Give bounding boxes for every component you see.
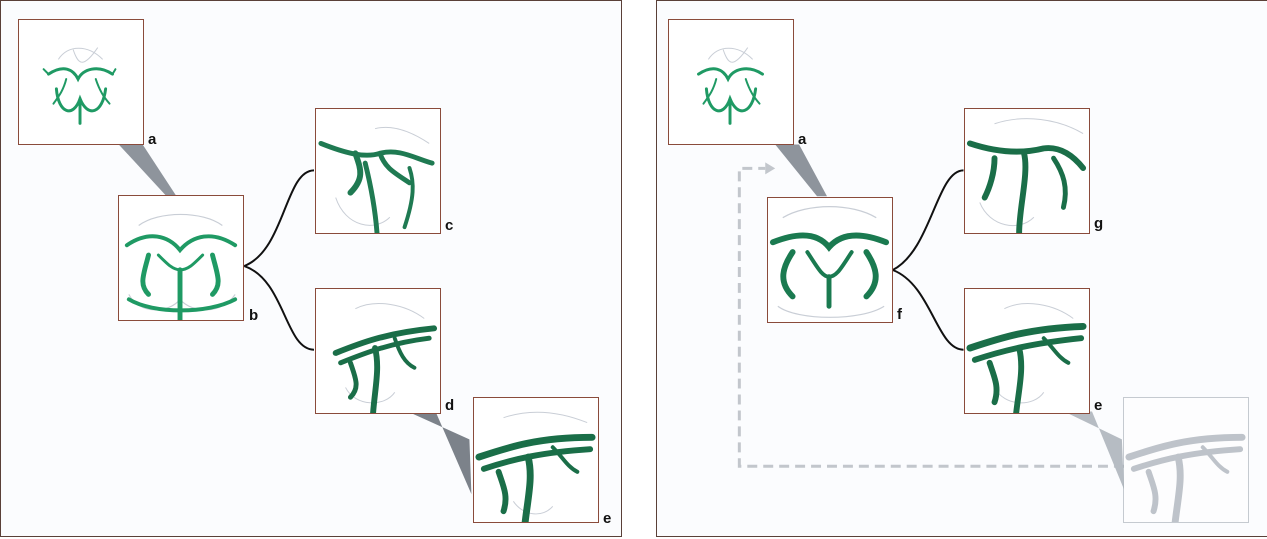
zoom-wedge-e-ghost bbox=[1064, 411, 1124, 490]
right-connectors bbox=[737, 144, 1124, 490]
vessel-image-ghost bbox=[1125, 433, 1246, 522]
label-e: e bbox=[603, 510, 612, 527]
left-connectors bbox=[118, 144, 472, 495]
vessel-image-e bbox=[475, 411, 596, 522]
vessel-image-c bbox=[318, 127, 435, 233]
vessel-image-g bbox=[966, 118, 1087, 233]
left-panel: a b bbox=[0, 0, 622, 537]
dashed-arrow-head bbox=[765, 162, 776, 175]
zoom-wedge-a-b bbox=[118, 144, 177, 197]
thumbnail-e[interactable] bbox=[473, 397, 599, 523]
thumbnail-c[interactable] bbox=[315, 108, 441, 234]
label-b: b bbox=[249, 307, 259, 324]
vessel-image-e bbox=[966, 303, 1087, 413]
thumbnail-d[interactable] bbox=[315, 288, 441, 414]
thumbnail-g[interactable] bbox=[964, 108, 1090, 234]
vessel-image-a bbox=[42, 47, 117, 125]
branch-curve-b-c bbox=[243, 169, 315, 267]
label-a: a bbox=[148, 131, 157, 148]
branch-curve-f-e bbox=[892, 269, 964, 351]
vessel-image-a bbox=[697, 47, 764, 125]
thumbnail-b[interactable] bbox=[118, 195, 244, 321]
vessel-image-f bbox=[769, 206, 890, 318]
branch-curve-b-d bbox=[243, 265, 315, 351]
label-g: g bbox=[1094, 215, 1104, 232]
vessel-image-b bbox=[124, 213, 238, 320]
label-e: e bbox=[1094, 397, 1103, 414]
label-a: a bbox=[798, 131, 807, 148]
branch-curve-f-g bbox=[892, 169, 964, 271]
zoom-wedge-d-e bbox=[407, 411, 472, 495]
zoom-wedge-a-f bbox=[775, 144, 828, 197]
thumbnail-a[interactable] bbox=[668, 19, 794, 145]
thumbnail-f[interactable] bbox=[767, 197, 893, 323]
label-d: d bbox=[445, 397, 455, 414]
label-f: f bbox=[897, 306, 902, 323]
label-c: c bbox=[445, 217, 454, 234]
thumbnail-ghost[interactable] bbox=[1123, 397, 1249, 523]
vessel-image-d bbox=[332, 303, 438, 413]
thumbnail-e[interactable] bbox=[964, 288, 1090, 414]
thumbnail-a[interactable] bbox=[18, 19, 144, 145]
right-panel: a f g bbox=[656, 0, 1267, 537]
